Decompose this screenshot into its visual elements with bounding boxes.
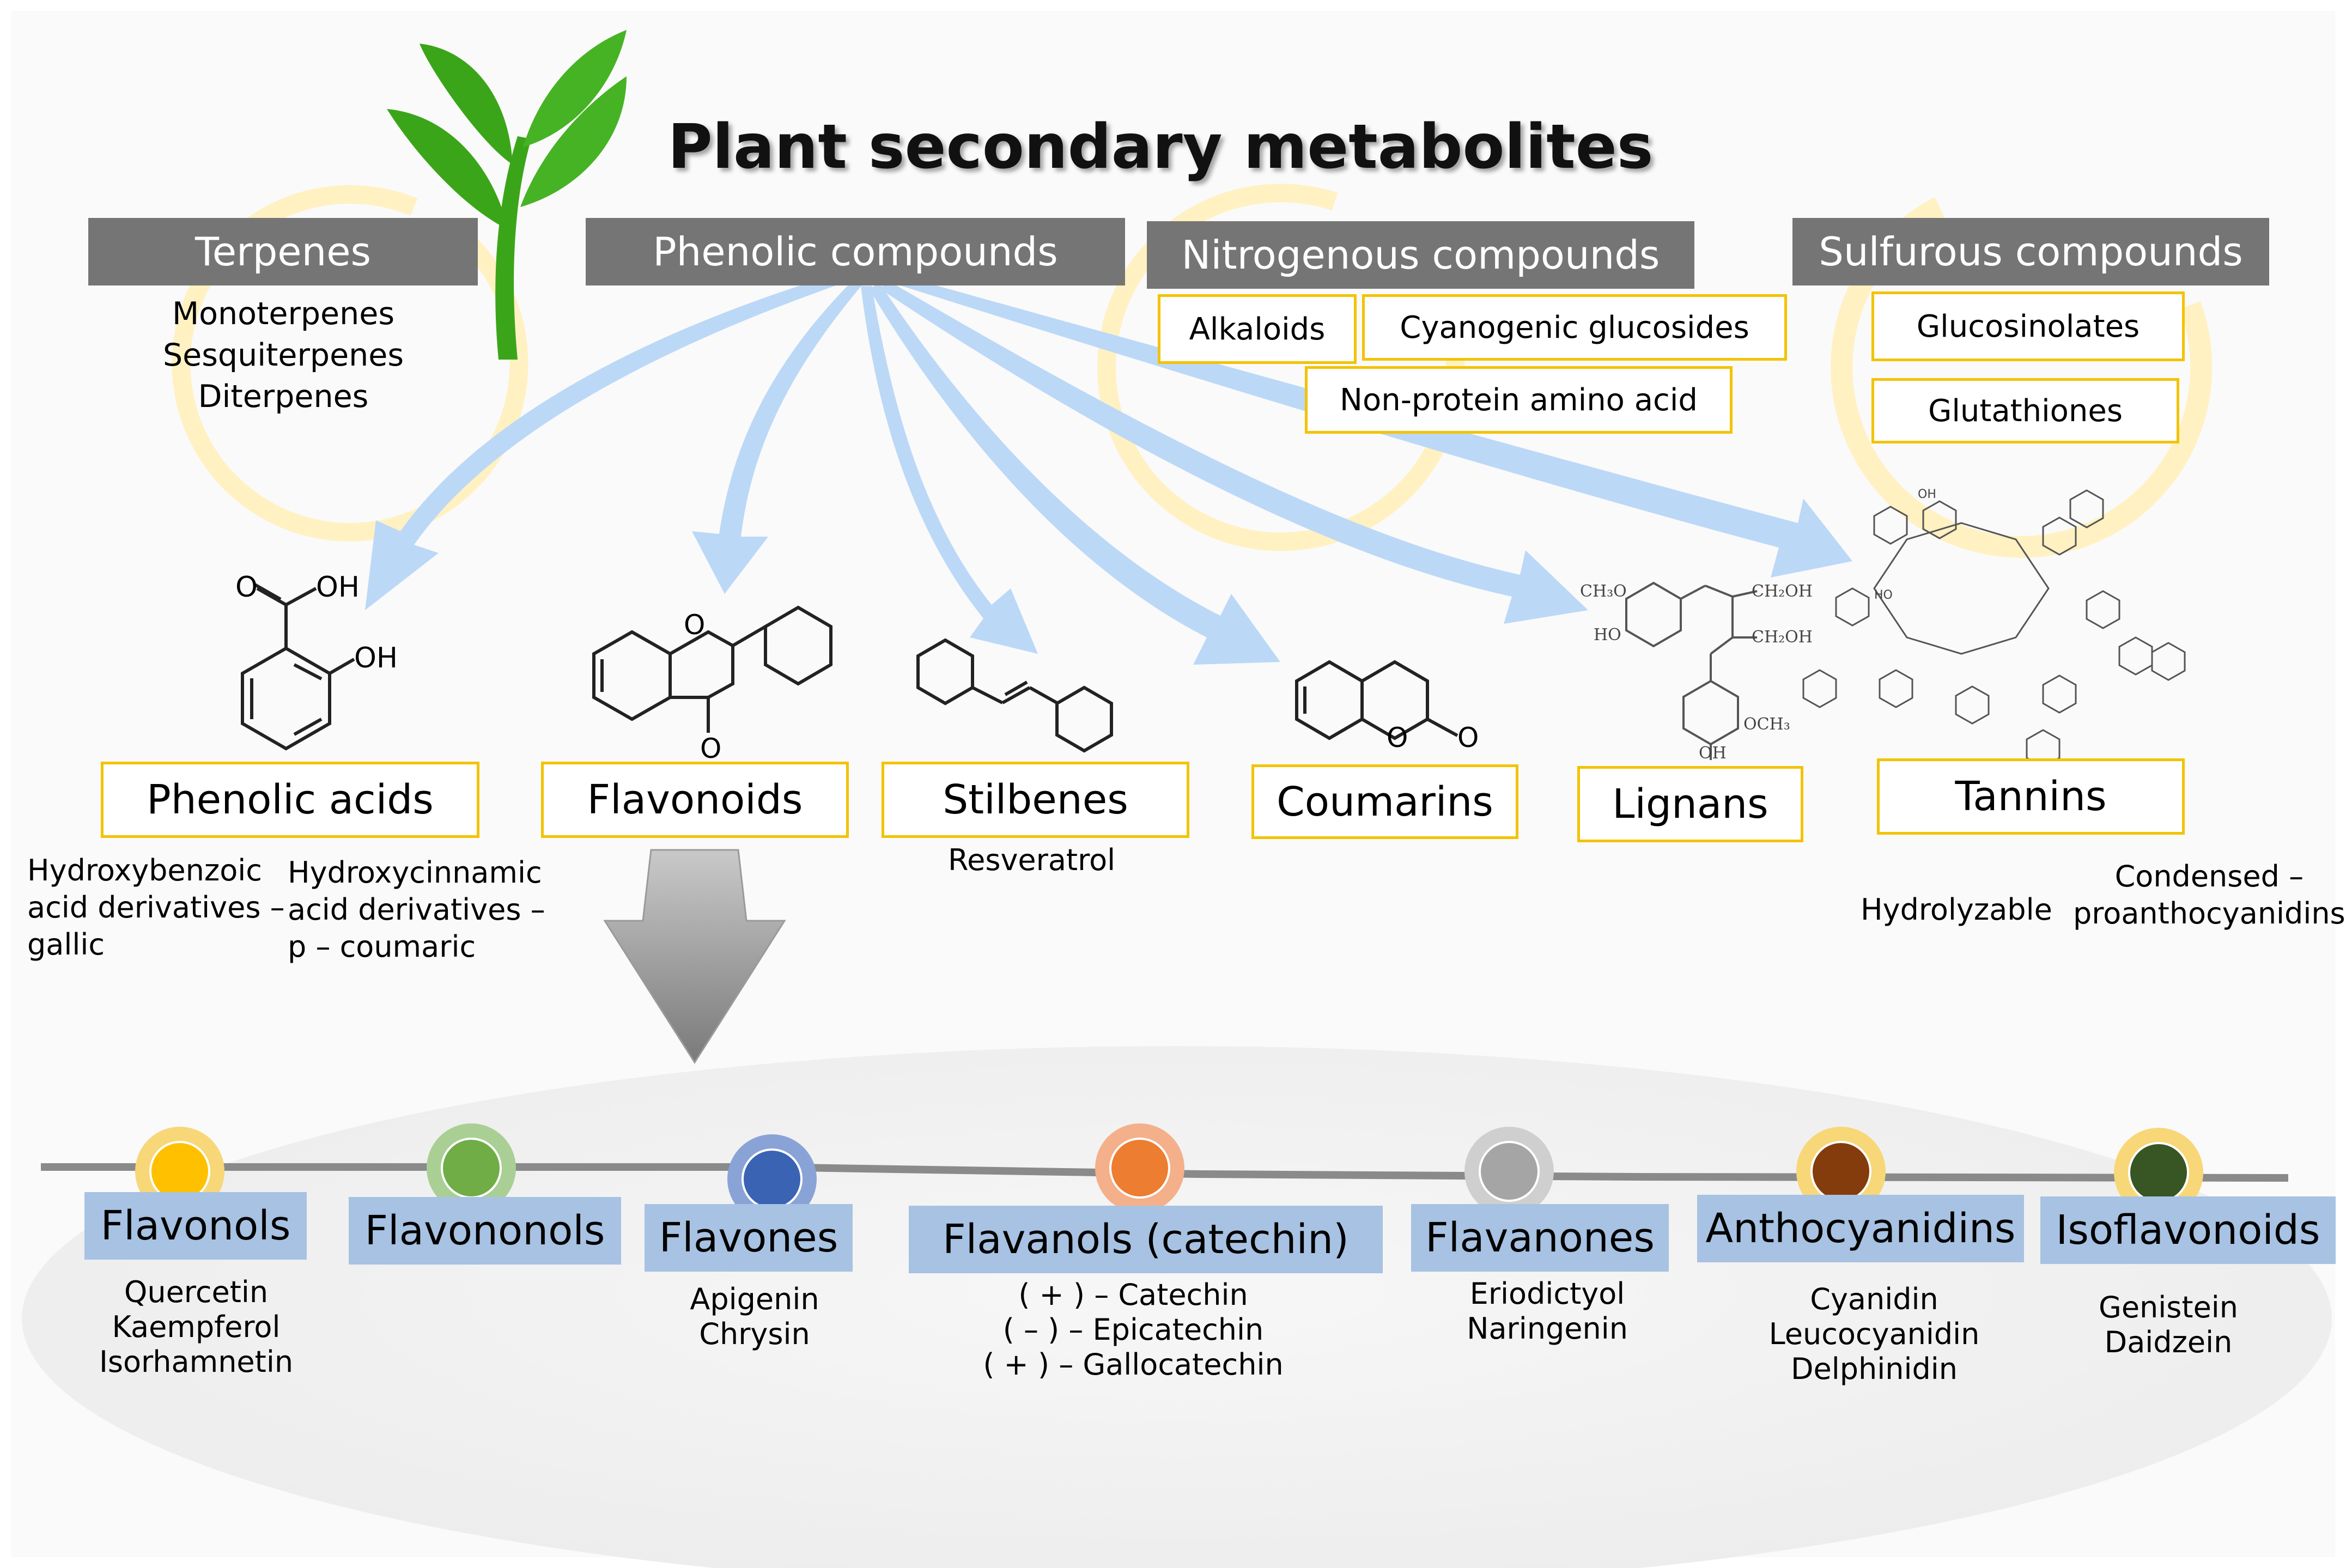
member-item: ( + ) – Gallocatechin [983, 1347, 1284, 1382]
lignan-ho-label: HO [1594, 625, 1621, 645]
alkaloids-box: Alkaloids [1158, 294, 1357, 364]
isoflavonoids-label: Isoflavonoids [2040, 1196, 2336, 1264]
member-item: Leucocyanidin [1768, 1317, 1980, 1351]
flavones-members: Apigenin Chrysin [646, 1282, 864, 1352]
member-item: Isorhamnetin [99, 1345, 294, 1379]
member-item: Daidzein [2104, 1325, 2233, 1359]
condensed-desc: Condensed – proanthocyanidins [2073, 858, 2345, 932]
member-item: Apigenin [690, 1282, 819, 1316]
desc-line: acid derivatives – [288, 892, 545, 927]
flavanones-label: Flavanones [1411, 1204, 1669, 1272]
anthocyanidins-label: Anthocyanidins [1697, 1195, 2024, 1262]
hydroxycinnamic-desc: Hydroxycinnamic acid derivatives – p – c… [288, 854, 545, 965]
flavononols-dot-core [441, 1138, 502, 1199]
lignan-och3-label: OCH₃ [1743, 715, 1790, 734]
desc-line: gallic [27, 927, 105, 962]
lignan-ch3o-label: CH₃O [1580, 582, 1627, 601]
salicylic-o-label: O [235, 571, 258, 604]
anthocyanidins-dot-core [1810, 1141, 1871, 1202]
member-item: Quercetin [124, 1275, 269, 1309]
member-item: Genistein [2098, 1290, 2239, 1324]
flavone-o1-label: O [684, 609, 706, 641]
flavonols-members: Quercetin Kaempferol Isorhamnetin [82, 1275, 311, 1379]
coumarin-structure [1295, 660, 1458, 740]
tannin-structure [1802, 489, 2186, 768]
desc-line: Hydroxycinnamic [288, 855, 542, 890]
flavonols-label: Flavonols [84, 1192, 307, 1260]
desc-line: p – coumaric [288, 929, 476, 964]
coumarin-o1-label: O [1387, 722, 1408, 753]
nitrogenous-header: Nitrogenous compounds [1147, 221, 1694, 289]
member-item: Cyanidin [1810, 1282, 1938, 1316]
flavonoids-box: Flavonoids [541, 762, 849, 838]
big-down-arrow [603, 849, 786, 1064]
flavanols-dot-core [1109, 1138, 1170, 1199]
desc-line: proanthocyanidins [2073, 896, 2345, 931]
lignans-box: Lignans [1577, 766, 1803, 842]
glutathiones-box: Glutathiones [1871, 378, 2179, 443]
flavanones-members: Eriodictyol Naringenin [1433, 1277, 1662, 1346]
terpenes-header: Terpenes [88, 218, 478, 285]
flavones-label: Flavones [645, 1204, 853, 1272]
lignan-ch2oh1-label: CH₂OH [1752, 582, 1813, 601]
tannin-oh-label: OH [1918, 488, 1936, 501]
anthocyanidins-members: Cyanidin Leucocyanidin Delphinidin [1754, 1282, 1994, 1387]
desc-line: Hydroxybenzoic [27, 853, 262, 888]
lignan-ch2oh2-label: CH₂OH [1752, 628, 1813, 647]
resveratrol-desc: Resveratrol [948, 843, 1116, 877]
hydrolyzable-desc: Hydrolyzable [1861, 892, 2052, 927]
stilbene-structure [916, 638, 1113, 753]
coumarins-box: Coumarins [1251, 764, 1518, 839]
glucosinolates-box: Glucosinolates [1871, 291, 2185, 361]
flavone-structure [592, 605, 832, 733]
phenolic-header: Phenolic compounds [586, 218, 1125, 285]
flavanols-members: ( + ) – Catechin ( – ) – Epicatechin ( +… [964, 1278, 1302, 1382]
isoflavonoids-dot-core [2128, 1142, 2189, 1203]
lignan-oh-label: OH [1699, 744, 1727, 763]
flavones-dot-core [742, 1148, 803, 1210]
tannin-ho-label: HO [1874, 588, 1893, 602]
member-item: ( – ) – Epicatechin [1002, 1312, 1264, 1347]
member-item: Eriodictyol [1469, 1277, 1625, 1311]
coumarin-o2-label: O [1457, 722, 1479, 753]
salicylic-oh2-label: OH [354, 642, 398, 674]
terpenes-list: Monoterpenes Sesquiterpenes Diterpenes [120, 293, 447, 417]
member-item: Kaempferol [112, 1310, 281, 1344]
flavonols-dot-core [149, 1141, 210, 1202]
cyanogenic-glucosides-box: Cyanogenic glucosides [1362, 294, 1787, 361]
member-item: ( + ) – Catechin [1018, 1278, 1248, 1312]
flavononols-label: Flavononols [349, 1197, 621, 1265]
member-item: Chrysin [699, 1317, 810, 1351]
sulfurous-header: Sulfurous compounds [1792, 218, 2269, 285]
member-item: Delphinidin [1790, 1352, 1958, 1386]
salicylic-acid-structure [241, 582, 355, 751]
flavanones-dot-core [1479, 1141, 1540, 1202]
lignan-structure [1625, 581, 1758, 760]
member-item: Naringenin [1467, 1311, 1628, 1346]
flavanols-dot [1095, 1123, 1184, 1213]
hydroxybenzoic-desc: Hydroxybenzoic acid derivatives – gallic [27, 852, 285, 963]
desc-line: acid derivatives – [27, 890, 285, 925]
salicylic-oh-label: OH [316, 571, 360, 604]
flavanones-dot [1464, 1127, 1554, 1216]
stilbenes-box: Stilbenes [882, 762, 1189, 838]
isoflavonoids-members: Genistein Daidzein [2059, 1290, 2277, 1360]
tannins-box: Tannins [1877, 758, 2185, 835]
terpene-item: Diterpenes [198, 379, 369, 415]
phenolic-acids-box: Phenolic acids [101, 762, 479, 838]
flavone-o2-label: O [700, 733, 722, 764]
terpene-item: Sesquiterpenes [162, 337, 404, 373]
desc-line: Condensed – [2114, 859, 2304, 894]
terpene-item: Monoterpenes [172, 296, 395, 332]
non-protein-amino-acid-box: Non-protein amino acid [1305, 366, 1733, 434]
flavanols-label: Flavanols (catechin) [909, 1206, 1383, 1273]
plant-sprout-icon [387, 30, 627, 360]
diagram-title: Plant secondary metabolites [667, 112, 1654, 183]
